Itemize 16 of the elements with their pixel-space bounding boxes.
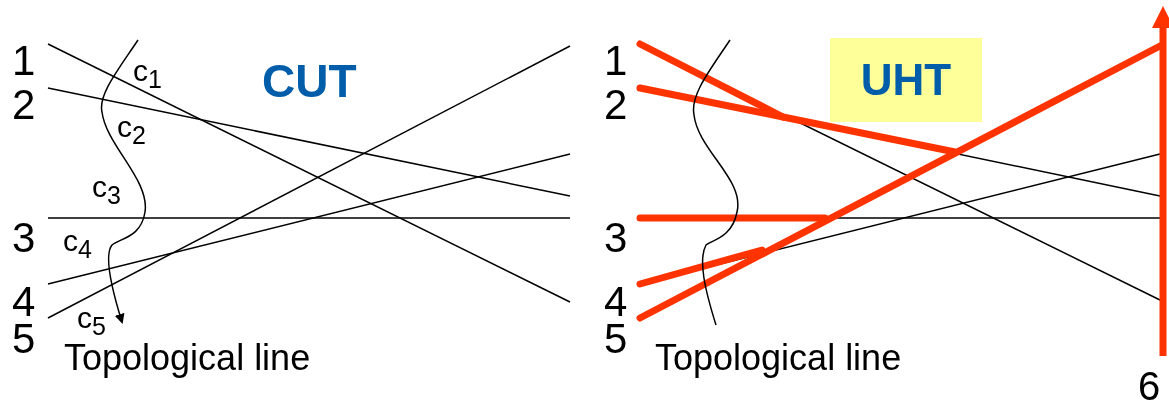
line-number: 1 (604, 40, 628, 82)
caption: Topological line (655, 340, 902, 376)
cut-label: c$_{2}$ (117, 112, 146, 148)
highlight-label: UHT (830, 38, 982, 122)
line-number: 2 (604, 84, 628, 126)
line-number: 6 (1138, 366, 1161, 406)
caption: Topological line (64, 340, 311, 376)
line-number: 1 (12, 40, 36, 82)
cut-label: c$_{5}$ (77, 303, 106, 339)
line-number: 2 (12, 84, 36, 126)
line-number: 3 (12, 217, 36, 259)
algorithm-title: CUT (262, 58, 357, 104)
line-number: 3 (604, 217, 628, 259)
cut-label: c$_{3}$ (92, 172, 121, 208)
cut-label: c$_{1}$ (133, 56, 162, 92)
cut-label: c$_{4}$ (63, 226, 92, 262)
